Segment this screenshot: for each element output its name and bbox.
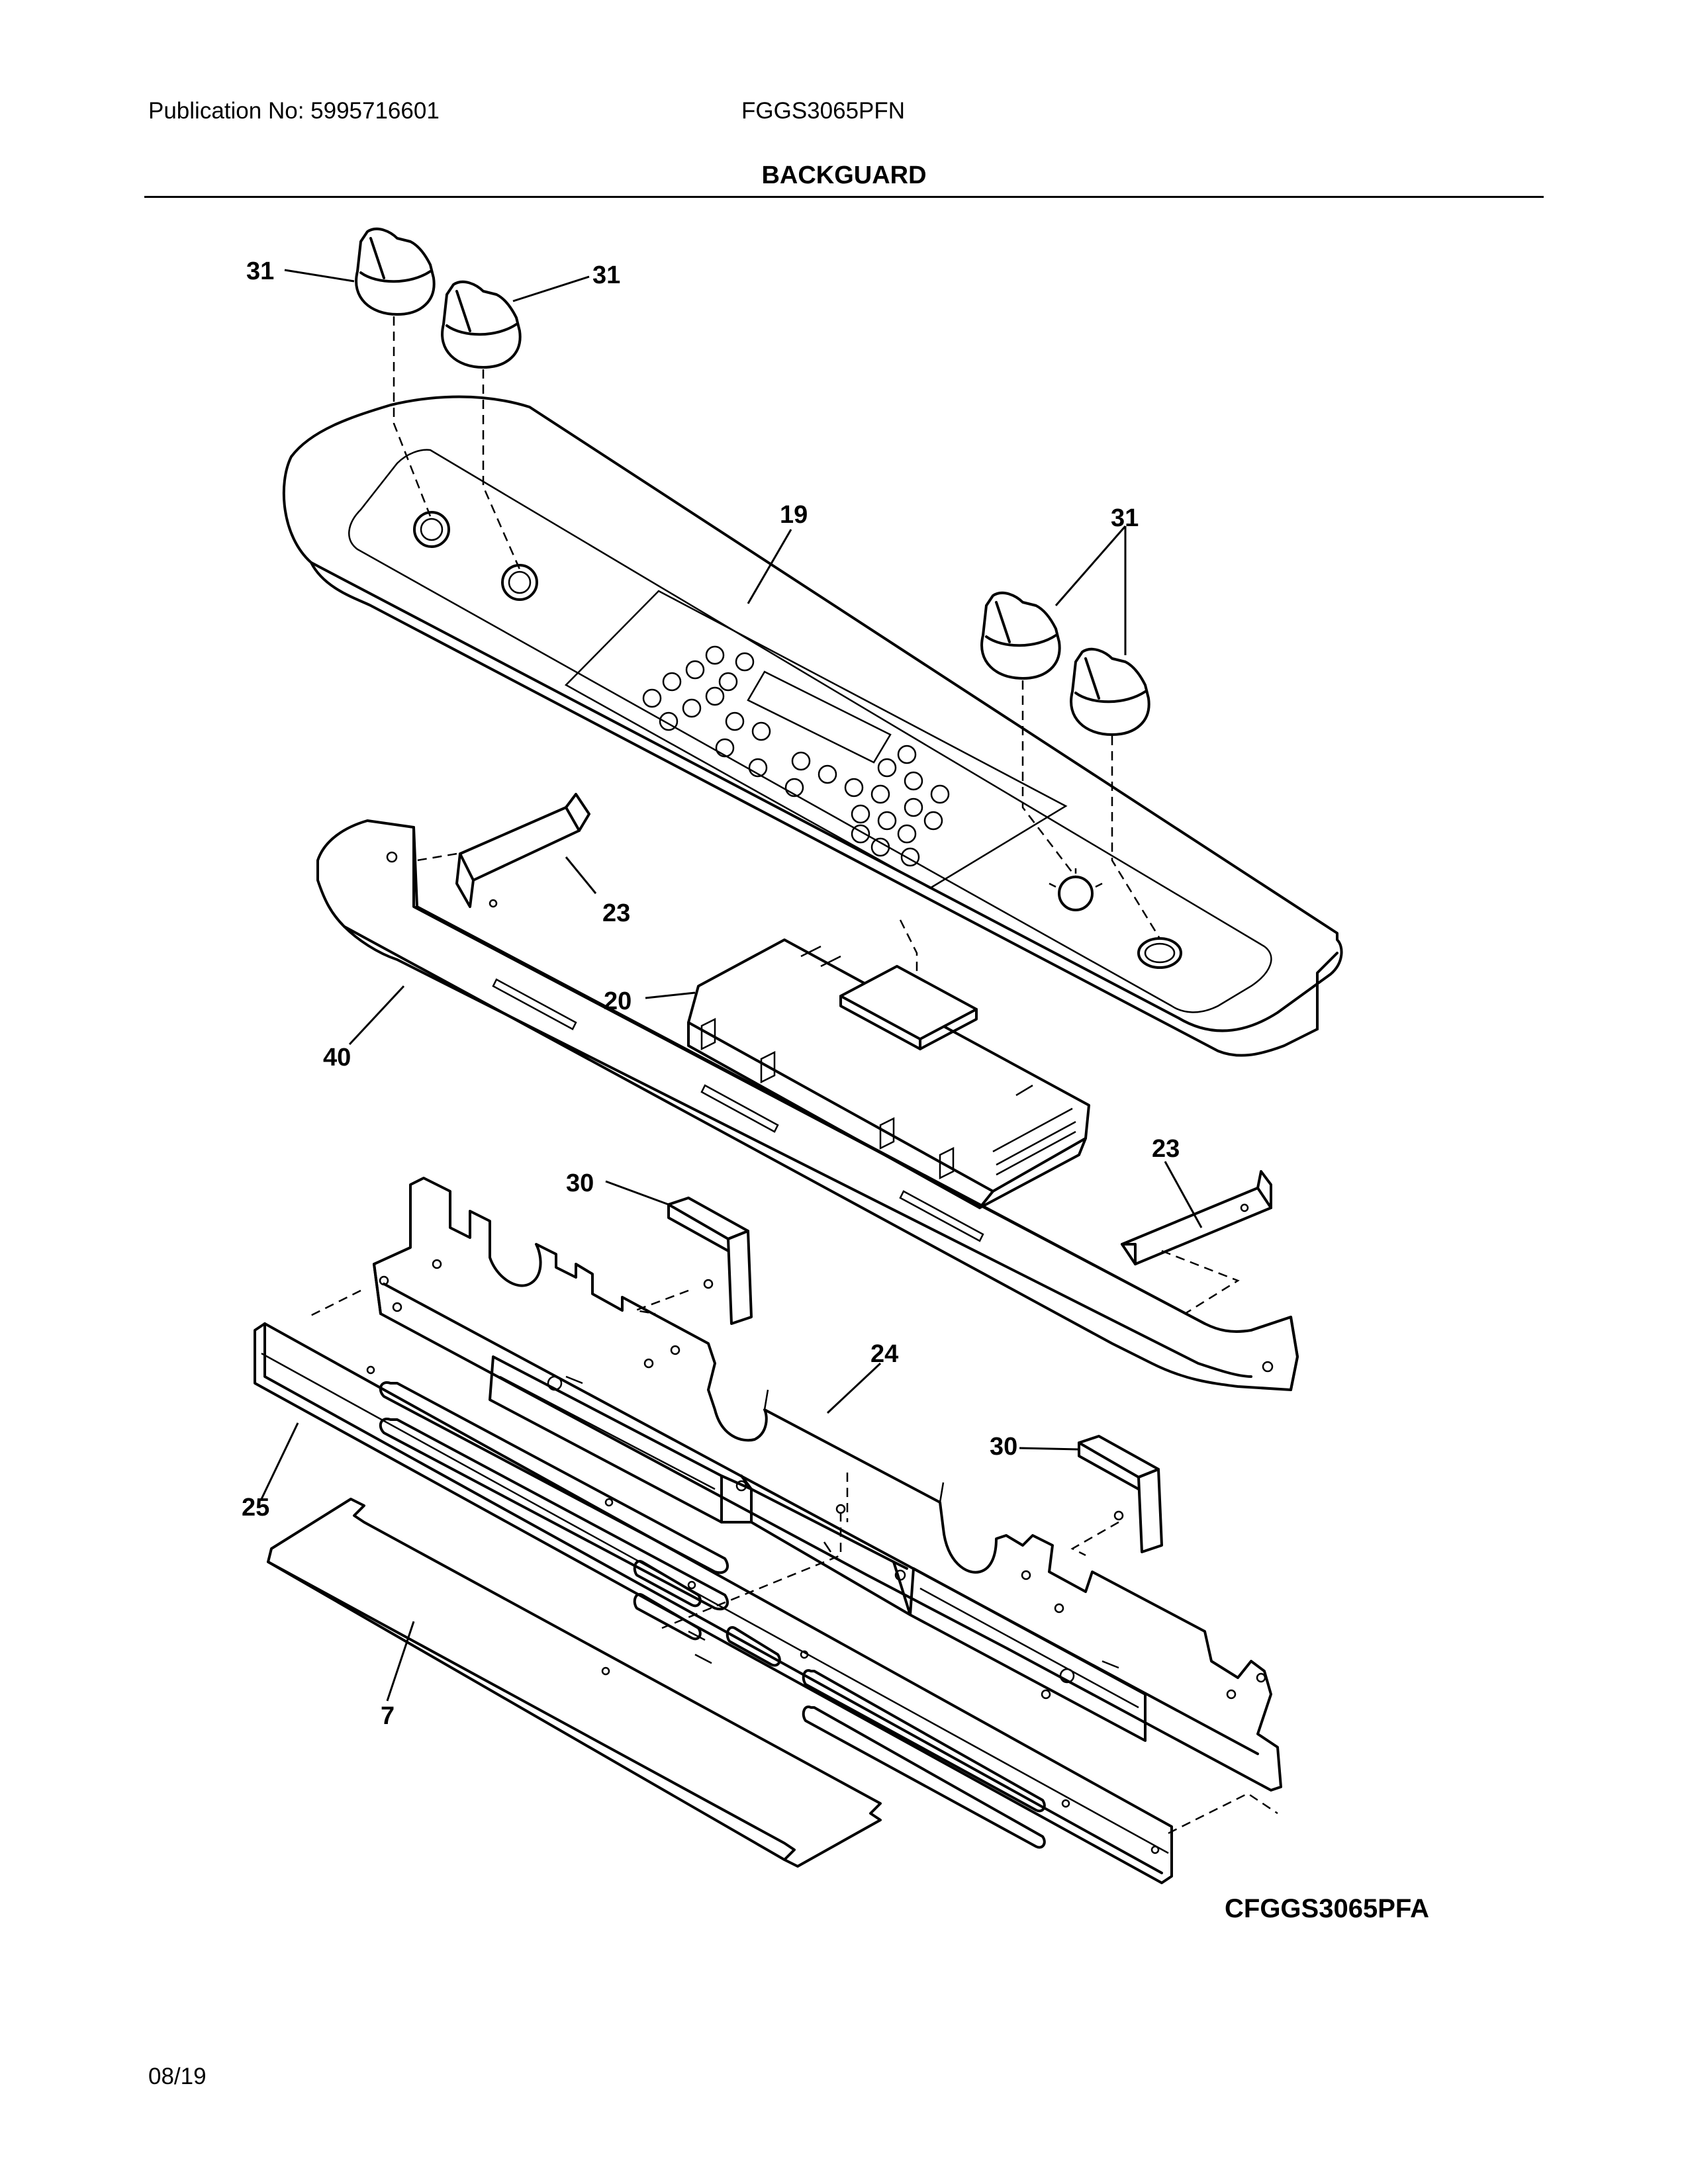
callout-knob-31-a: 31 (246, 257, 274, 285)
control-knob-3 (980, 591, 1061, 680)
callout-control-board-20: 20 (604, 987, 632, 1015)
bracket-30-lower (1078, 1435, 1163, 1553)
keypad-buttons (642, 645, 950, 867)
control-knob-1 (355, 227, 436, 316)
page-title: BACKGUARD (761, 161, 927, 189)
callout-frame-24: 24 (870, 1340, 898, 1368)
revision-date: 08/19 (148, 2064, 207, 2089)
bracket-23-upper (455, 793, 590, 908)
heat-shield-part (267, 1498, 882, 1868)
callout-knob-31-b: 31 (592, 261, 620, 289)
callout-vent-panel-25: 25 (242, 1494, 269, 1522)
control-knob-2 (441, 280, 522, 369)
callout-bracket-23-lower: 23 (1152, 1135, 1180, 1163)
callout-knob-31-c: 31 (1111, 504, 1139, 532)
callout-heat-shield-7: 7 (381, 1702, 395, 1730)
model-number: FGGS3065PFN (741, 98, 906, 124)
callout-bracket-30-lower: 30 (990, 1433, 1017, 1461)
publication-number: Publication No: 5995716601 (148, 98, 440, 124)
electronic-control-board-part (687, 938, 1090, 1209)
control-panel-part (282, 395, 1343, 1057)
vent-panel-part (254, 1322, 1173, 1884)
end-trim-part (316, 819, 1299, 1391)
callout-bracket-30-upper: 30 (566, 1169, 594, 1197)
diagram-code: CFGGS3065PFA (1225, 1894, 1430, 1923)
control-knob-4 (1070, 647, 1150, 736)
header-rule (144, 196, 1544, 198)
callout-control-panel-19: 19 (780, 501, 808, 529)
bracket-30-upper (667, 1197, 753, 1325)
bracket-23-lower (1121, 1170, 1272, 1265)
callout-bracket-23-upper: 23 (602, 899, 630, 927)
backguard-frame-part (373, 1177, 1282, 1792)
callout-end-trim-40: 40 (323, 1044, 351, 1071)
